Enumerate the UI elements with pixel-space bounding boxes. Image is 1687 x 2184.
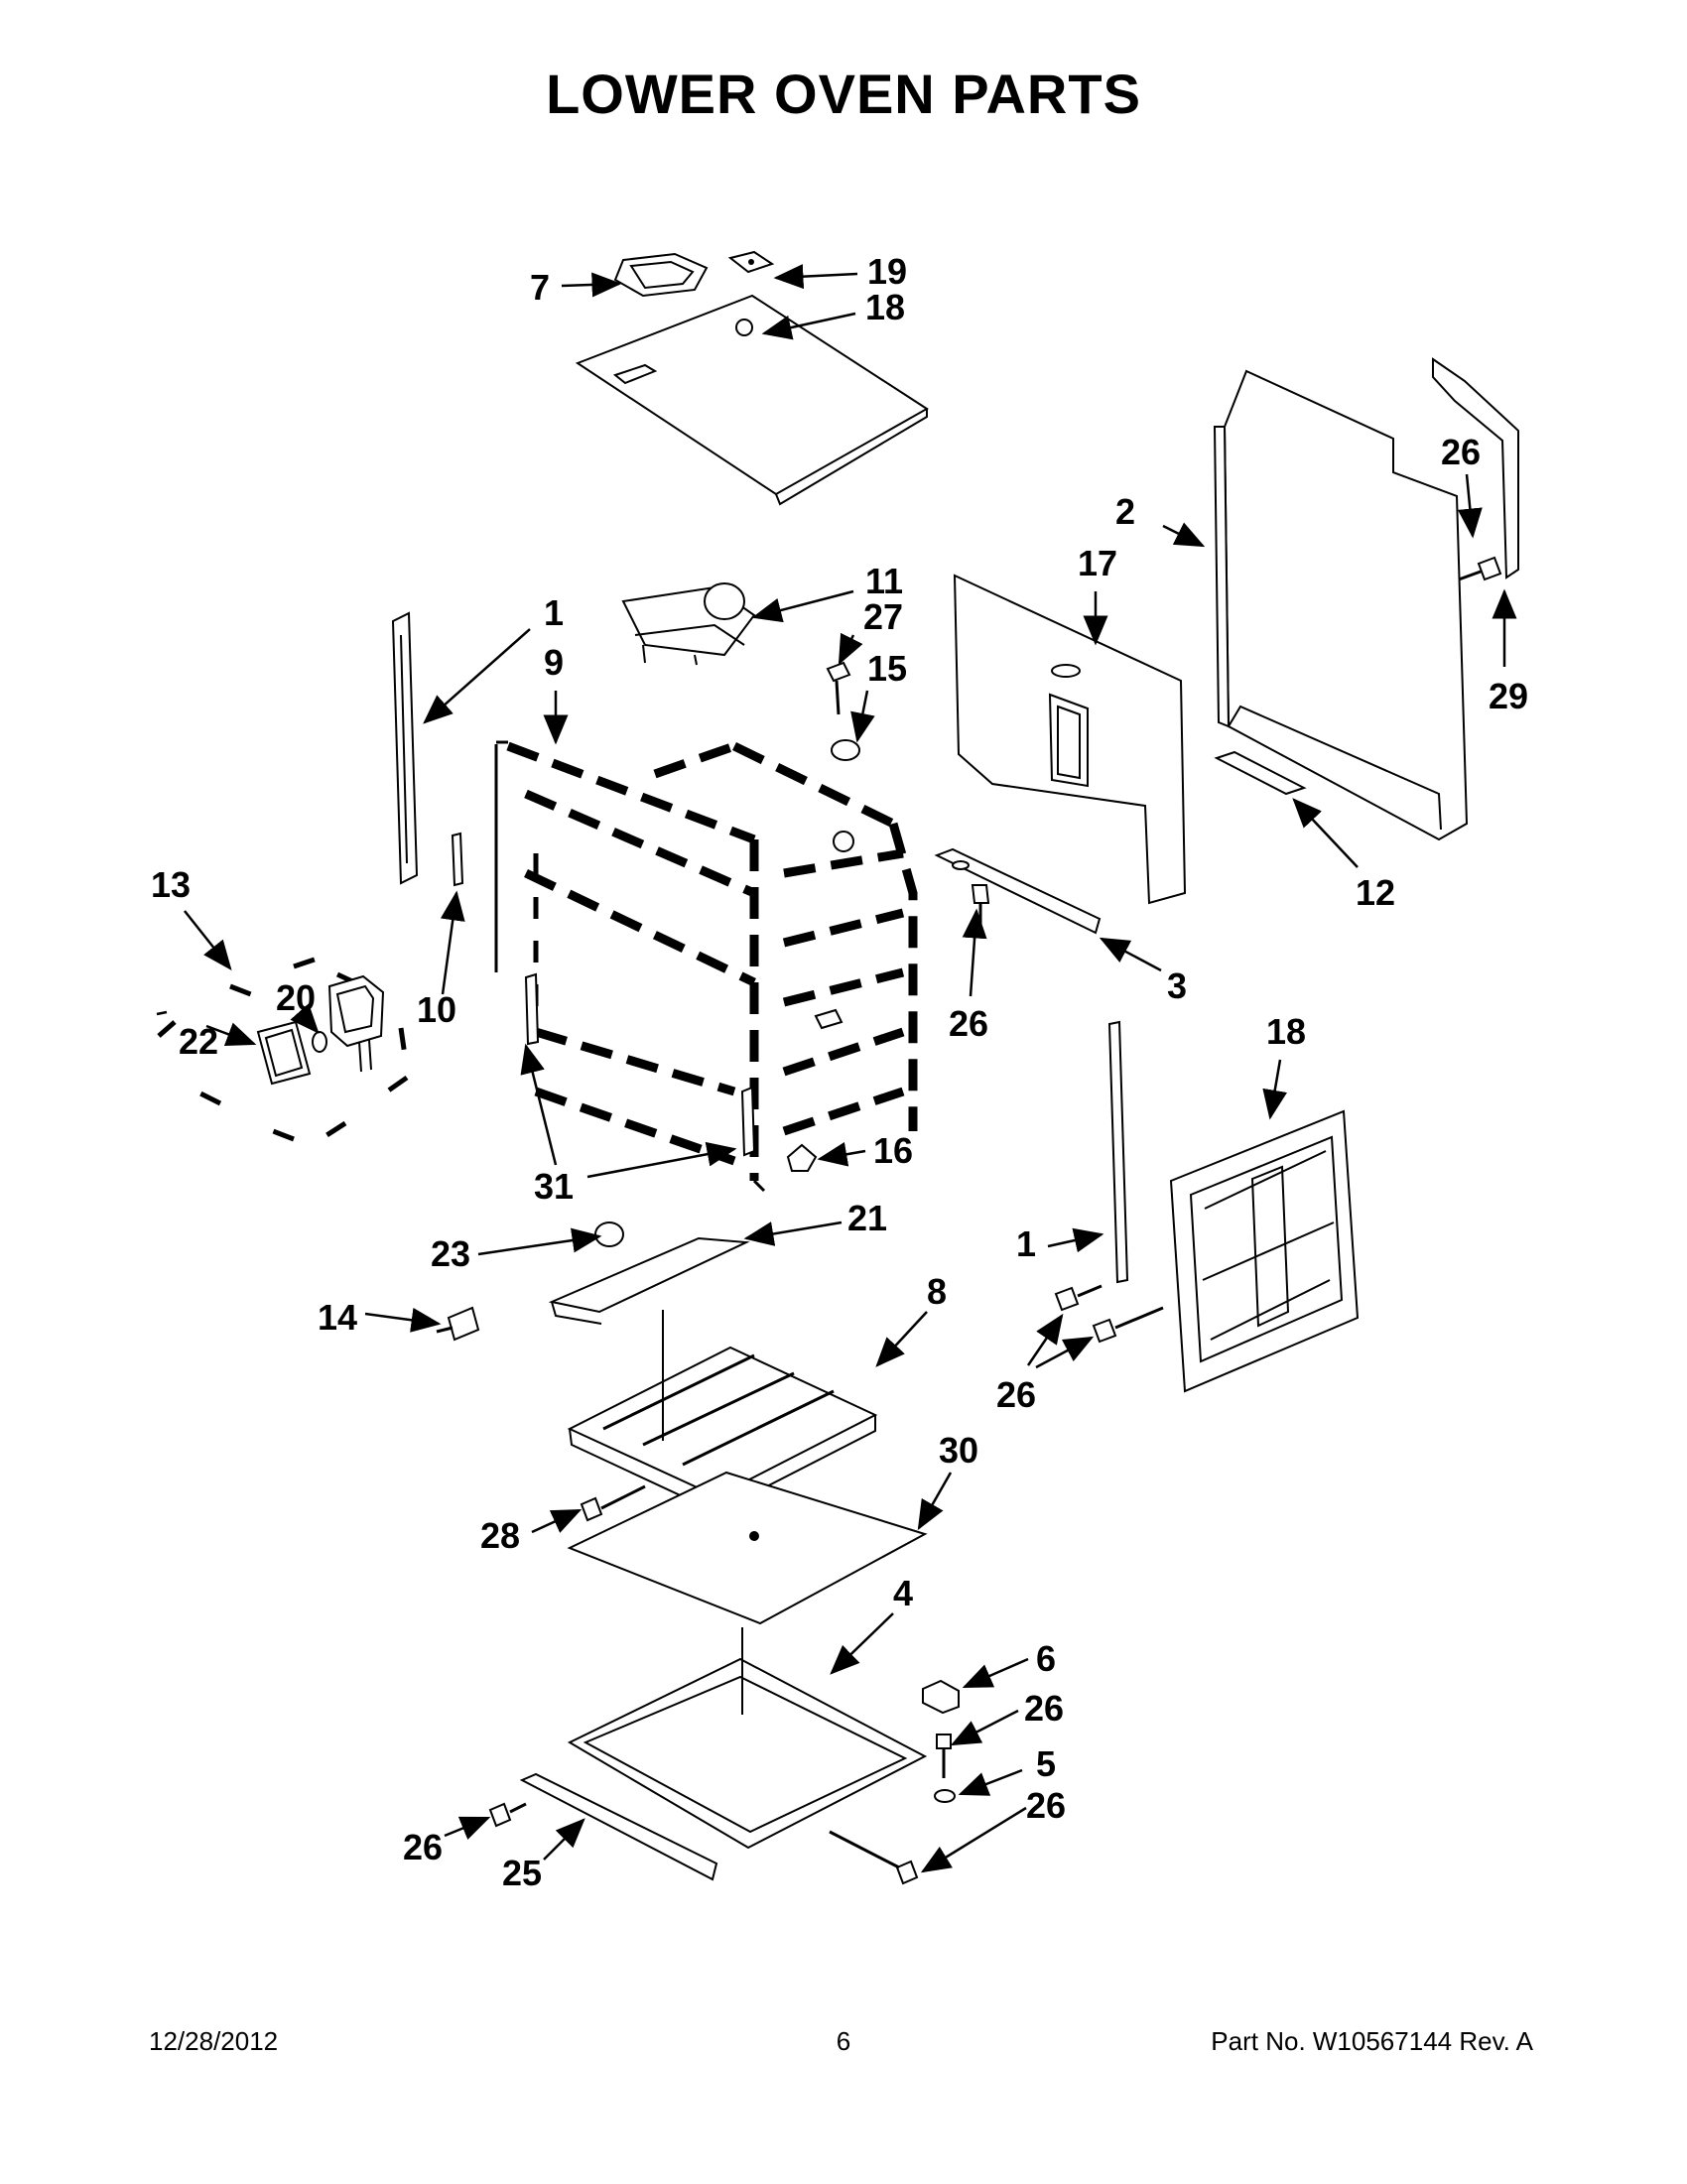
part-12-burner-valve xyxy=(621,582,756,666)
part-15-ring xyxy=(831,739,860,761)
callout-4: 4 xyxy=(893,1573,913,1613)
callout-5: 5 xyxy=(1036,1743,1056,1784)
page-title: LOWER OVEN PARTS xyxy=(546,63,1141,125)
part-8-vent-bracket xyxy=(613,252,709,298)
part-1-right-rail xyxy=(1107,1020,1129,1284)
callout-26a: 26 xyxy=(1441,432,1481,472)
callout-11: 12 xyxy=(1356,872,1395,913)
part-26-screw-e xyxy=(488,1802,527,1828)
part-3-bottom-bar xyxy=(934,847,1102,935)
part-14-socket-box xyxy=(327,974,385,1073)
part-30-plate xyxy=(567,1471,928,1625)
callout-17: 18 xyxy=(1266,1011,1306,1052)
callout-27: 27 xyxy=(863,596,903,637)
part-31-bracket xyxy=(524,972,756,1157)
footer-page-number: 6 xyxy=(836,2026,851,2056)
callout-10: 10 xyxy=(417,989,456,1030)
part-10-clip xyxy=(451,832,464,887)
callout-22: 21 xyxy=(847,1198,887,1238)
callout-6: 6 xyxy=(1036,1638,1056,1679)
callout-29: 29 xyxy=(1489,676,1528,716)
callout-14: 13 xyxy=(151,864,191,905)
part-24-grommet xyxy=(594,1221,624,1247)
footer-part-number: Part No. W10567144 Rev. A xyxy=(1211,2026,1533,2056)
part-18-rear-panel xyxy=(953,574,1187,905)
part-26-screw-f xyxy=(936,1734,952,1778)
footer-date: 12/28/2012 xyxy=(149,2026,279,2056)
part-20-small-plate xyxy=(727,250,775,274)
leader-lines xyxy=(184,264,1517,1873)
callout-26e: 26 xyxy=(1026,1785,1066,1826)
callout-18: 17 xyxy=(1078,543,1117,583)
part-16-knob xyxy=(786,1143,818,1172)
callout-26f: 26 xyxy=(403,1827,443,1867)
callout-16: 16 xyxy=(873,1130,913,1171)
part-11-bar xyxy=(1214,750,1307,796)
callout-13: 14 xyxy=(318,1297,357,1338)
part-4-bottom-frame xyxy=(567,1627,928,1850)
callout-24: 23 xyxy=(431,1233,470,1274)
callout-1a: 1 xyxy=(544,592,564,633)
part-1-left-rail xyxy=(391,611,419,885)
callout-25: 25 xyxy=(502,1853,542,1893)
callout-26c: 26 xyxy=(996,1374,1036,1415)
part-23-lens-frame xyxy=(256,1020,312,1086)
callout-23: 22 xyxy=(179,1021,218,1062)
callout-15: 15 xyxy=(867,648,907,689)
callout-9: 9 xyxy=(544,642,564,683)
part-28-screw xyxy=(580,1484,646,1522)
callout-2: 2 xyxy=(1115,491,1135,532)
callout-3: 3 xyxy=(1167,965,1187,1006)
callout-30: 30 xyxy=(939,1430,978,1471)
part-5-nut xyxy=(934,1789,956,1803)
callout-20: 19 xyxy=(867,251,907,292)
part-26-screw-a xyxy=(1458,556,1502,581)
part-17-door-frame xyxy=(1169,1109,1360,1393)
part-7-tray xyxy=(567,1310,878,1514)
callout-26b: 26 xyxy=(949,1003,988,1044)
callout-31: 31 xyxy=(534,1166,574,1207)
callout-7: 8 xyxy=(927,1271,947,1312)
part-2-back-wrapper xyxy=(1213,369,1469,841)
part-26-screw-c xyxy=(1054,1284,1103,1312)
callout-12: 11 xyxy=(865,561,903,601)
callout-numbers: 7 19 18 11 27 15 1 9 10 13 20 22 31 16 2… xyxy=(151,251,1528,1893)
part-9-oven-cavity xyxy=(494,740,918,1193)
part-22-bracket-plate xyxy=(548,1236,750,1325)
callout-21: 20 xyxy=(276,977,316,1018)
part-26-screw-g xyxy=(829,1830,919,1885)
callout-28: 28 xyxy=(480,1515,520,1556)
part-27-screw xyxy=(826,661,851,715)
part-19-top-panel xyxy=(575,294,929,506)
part-29-side-strip xyxy=(1432,357,1519,579)
callout-1b: 1 xyxy=(1016,1223,1036,1264)
callout-26d: 26 xyxy=(1024,1688,1064,1729)
callout-8: 7 xyxy=(530,267,550,308)
part-6-bracket xyxy=(922,1679,960,1715)
part-26-screw-d xyxy=(1092,1306,1164,1344)
callout-19: 18 xyxy=(865,287,905,327)
part-13-switch xyxy=(436,1306,480,1342)
part-21-bulb xyxy=(312,1031,327,1053)
part-25-front-rail xyxy=(519,1772,718,1881)
